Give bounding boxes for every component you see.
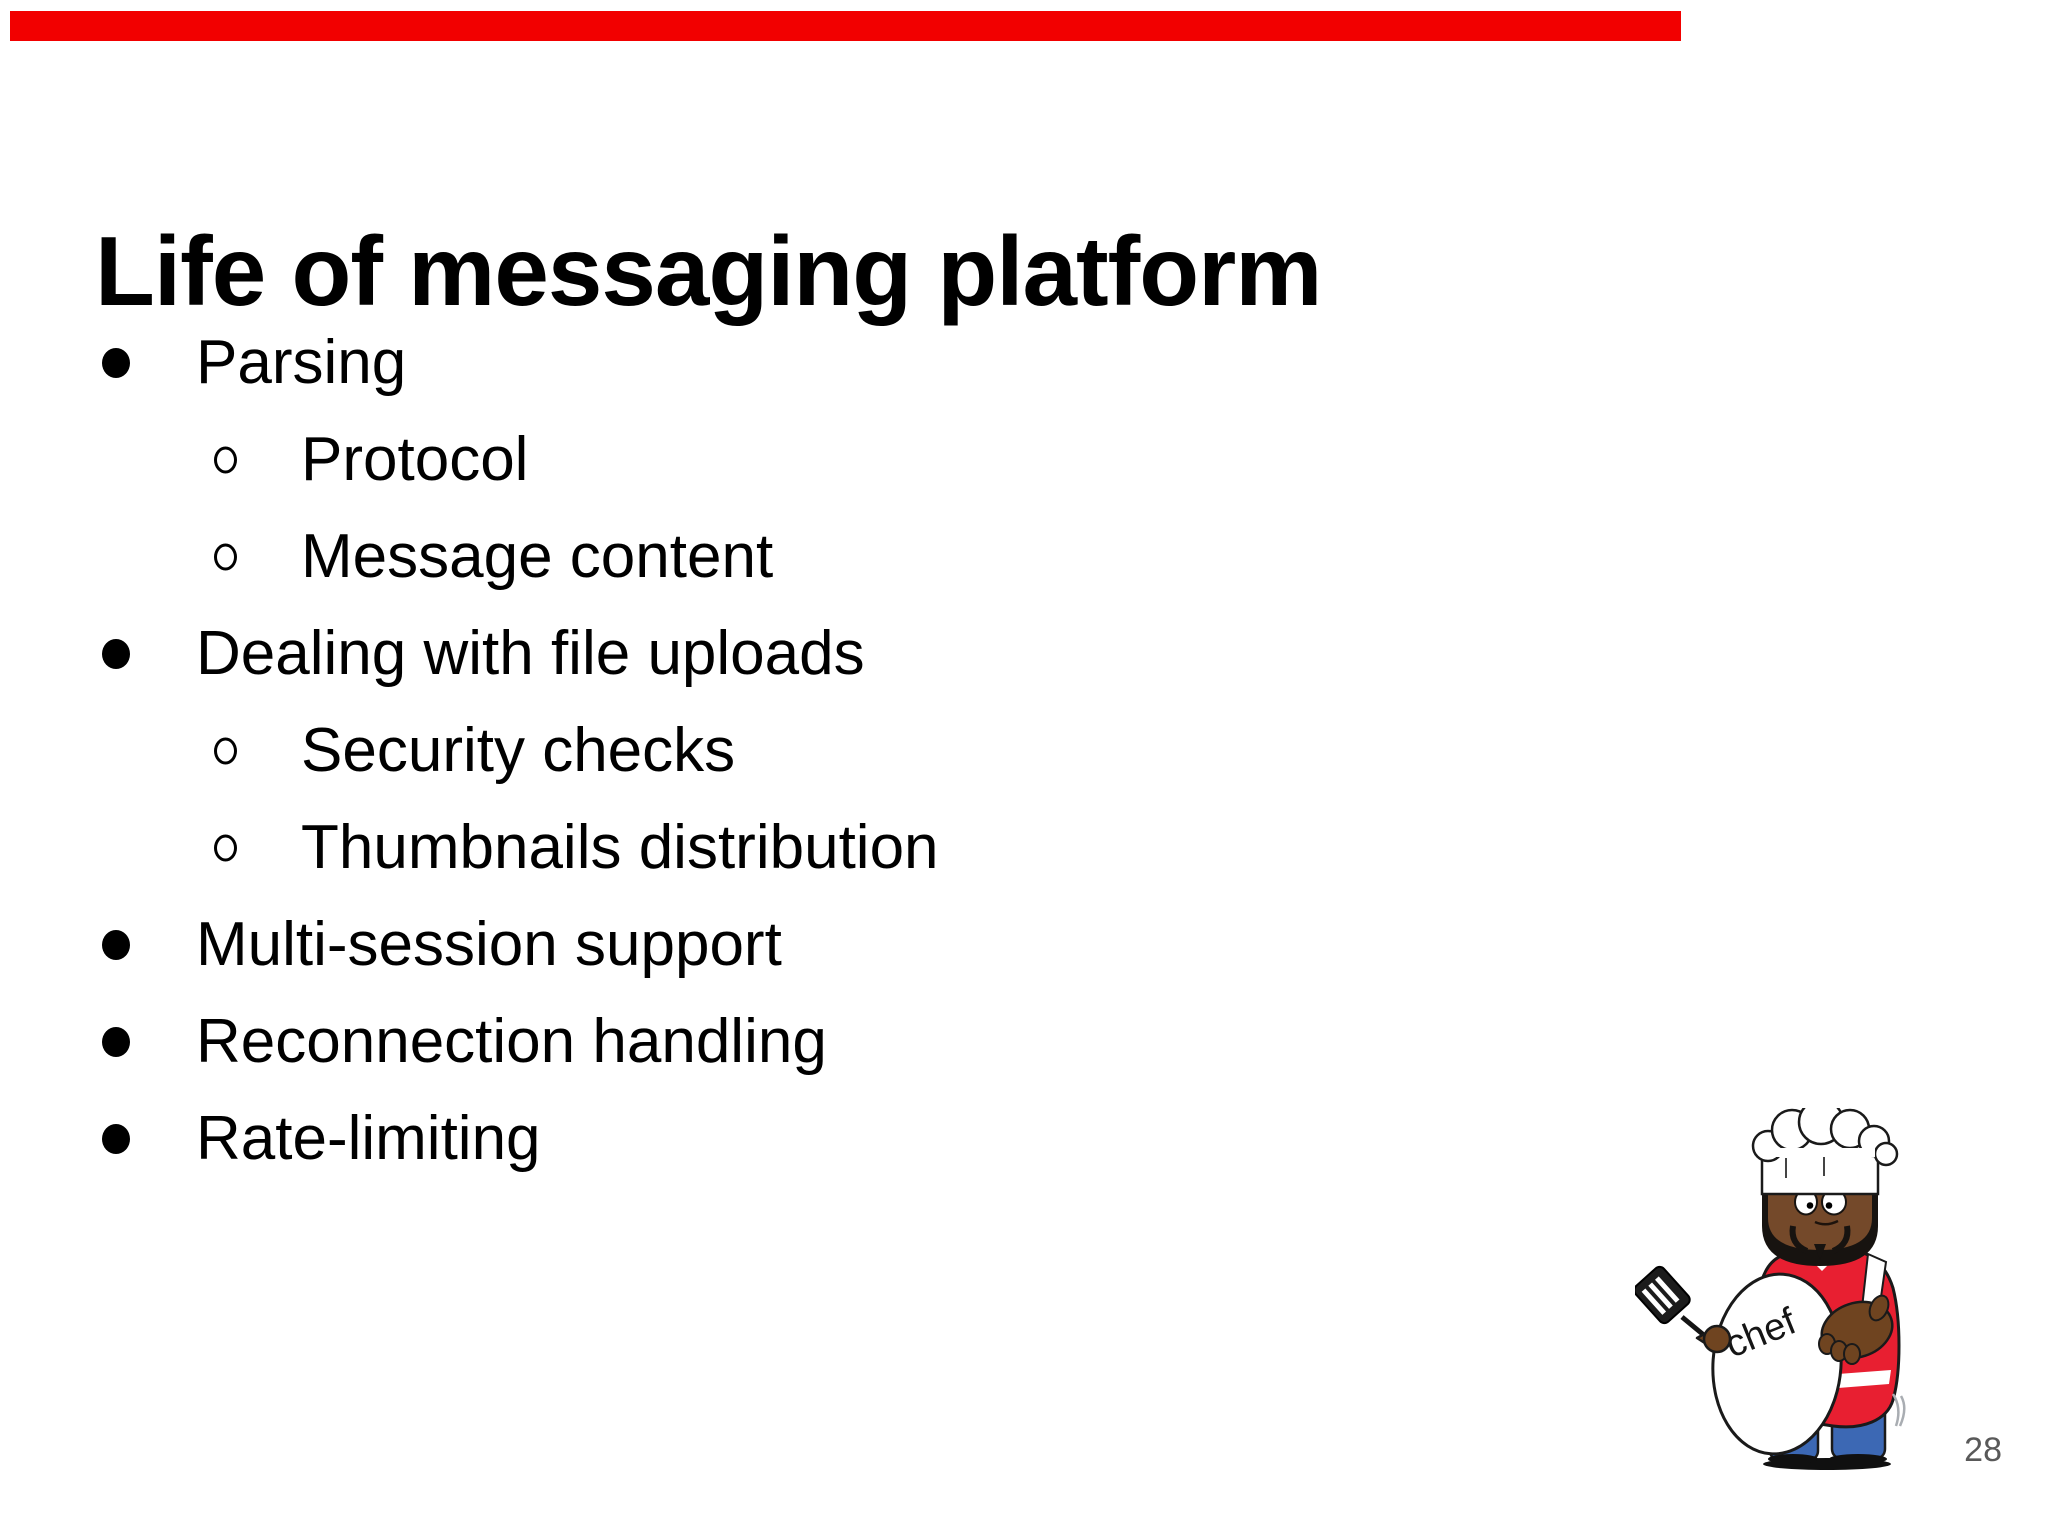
left-sole [1768,1454,1818,1464]
mustache-left [1789,1225,1809,1254]
mouth-line [1814,1219,1839,1226]
spatula-head [1635,1265,1691,1325]
apron-strings [1891,1393,1906,1427]
list-item-label: Protocol [301,425,529,494]
hat-creases [1785,1156,1825,1178]
list-item: Message content [0,508,1700,605]
list-item: Dealing with file uploads [0,605,1700,702]
top-accent-bar [10,11,1681,41]
list-item: Protocol [0,411,1700,508]
list-item: Reconnection handling [0,993,1700,1090]
list-item-label: Dealing with file uploads [196,619,865,688]
filled-bullet-icon [102,1026,130,1057]
open-bullet-icon [214,446,237,473]
chef-left-fist-knuckle [1702,1324,1732,1354]
list-item-label: Thumbnails distribution [301,813,939,882]
list-item-label: Multi-session support [196,910,782,979]
finger-3 [1843,1343,1861,1365]
filled-bullet-icon [102,638,130,669]
right-sole [1829,1454,1887,1464]
list-item-label: Security checks [301,716,736,785]
page-number: 28 [1964,1431,2002,1469]
filled-bullet-icon [102,929,130,960]
left-pupil [1806,1202,1814,1209]
hat-band [1760,1148,1880,1196]
list-item-label: Reconnection handling [196,1007,827,1076]
filled-bullet-icon [102,1123,130,1154]
chef-cartoon-sticker: chef [1635,1108,1910,1473]
slide-title: Life of messaging platform [95,215,1322,326]
bullet-list: Parsing Protocol Message content Dealing… [0,314,1700,1187]
hat-cloud-base [1765,1148,1875,1157]
open-bullet-icon [214,543,237,570]
list-item: Rate-limiting [0,1090,1700,1187]
list-item-label: Parsing [196,328,407,397]
list-item: Multi-session support [0,896,1700,993]
mustache-right [1831,1225,1851,1254]
right-pupil [1825,1202,1833,1209]
list-item: Security checks [0,702,1700,799]
chef-illustration: chef [1635,1108,1906,1470]
open-bullet-icon [214,737,237,764]
list-item: Parsing [0,314,1700,411]
chef-apron [1711,1272,1843,1456]
list-item: Thumbnails distribution [0,799,1700,896]
thumb [1868,1294,1890,1322]
list-item-label: Rate-limiting [196,1104,541,1173]
filled-bullet-icon [102,347,130,378]
open-bullet-icon [214,834,237,861]
list-item-label: Message content [301,522,774,591]
chef-face [1768,1192,1872,1250]
goatee [1814,1244,1826,1260]
